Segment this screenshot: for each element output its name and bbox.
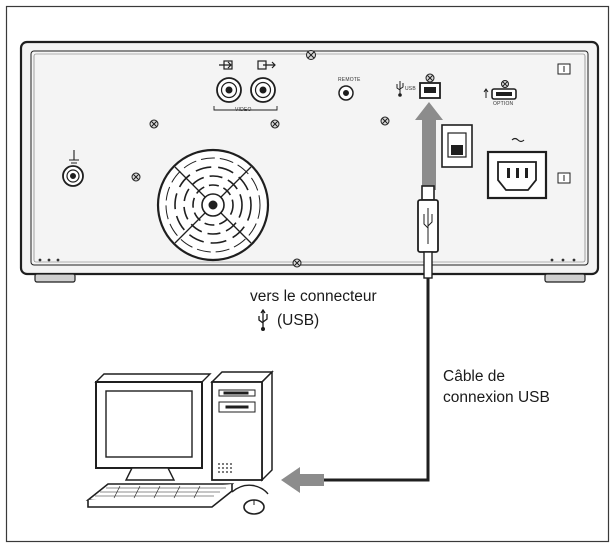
screw bbox=[131, 172, 141, 182]
screw bbox=[292, 258, 302, 268]
remote-jack bbox=[338, 85, 354, 101]
screw bbox=[270, 119, 280, 129]
option-label: OPTION bbox=[493, 101, 514, 107]
ground-icon bbox=[69, 150, 79, 167]
rating-label-icon bbox=[557, 63, 571, 184]
video-in-icon bbox=[219, 60, 233, 70]
screw bbox=[149, 119, 159, 129]
desktop-computer-icon bbox=[85, 370, 274, 515]
option-slot bbox=[483, 88, 517, 100]
computer-arrow bbox=[281, 467, 324, 493]
screw bbox=[306, 50, 316, 60]
video-out-icon bbox=[257, 60, 276, 70]
video-out-jack bbox=[250, 77, 276, 103]
device-foot-left bbox=[34, 273, 76, 283]
screw bbox=[380, 116, 390, 126]
video-connectors bbox=[213, 60, 278, 111]
usb-cable bbox=[324, 185, 439, 482]
device-foot-right bbox=[544, 273, 586, 283]
screws bbox=[131, 50, 509, 268]
video-label: VIDEO bbox=[235, 107, 252, 113]
keyboard-icon bbox=[85, 483, 235, 508]
ground-terminal bbox=[62, 150, 84, 187]
connector-label-line1: vers le connecteur bbox=[250, 288, 377, 305]
mouse-icon bbox=[231, 484, 269, 515]
remote-label: REMOTE bbox=[338, 77, 361, 83]
usb-port bbox=[396, 81, 441, 99]
cable-label-line2: connexion USB bbox=[443, 389, 550, 406]
usb-icon bbox=[396, 81, 404, 97]
monitor bbox=[94, 373, 212, 481]
power-switch bbox=[441, 124, 473, 168]
cable-label-line1: Câble de bbox=[443, 368, 506, 385]
screw bbox=[425, 73, 435, 83]
video-in-jack bbox=[216, 77, 242, 103]
usb-label: USB bbox=[405, 86, 416, 92]
cooling-fan-icon bbox=[156, 148, 270, 262]
usb-symbol-icon bbox=[254, 308, 272, 333]
power-inlet-icon bbox=[486, 137, 548, 200]
usb-port-arrow bbox=[415, 102, 443, 190]
computer-tower bbox=[210, 370, 274, 482]
screw bbox=[501, 80, 509, 88]
connector-label-line2: (USB) bbox=[277, 312, 320, 329]
